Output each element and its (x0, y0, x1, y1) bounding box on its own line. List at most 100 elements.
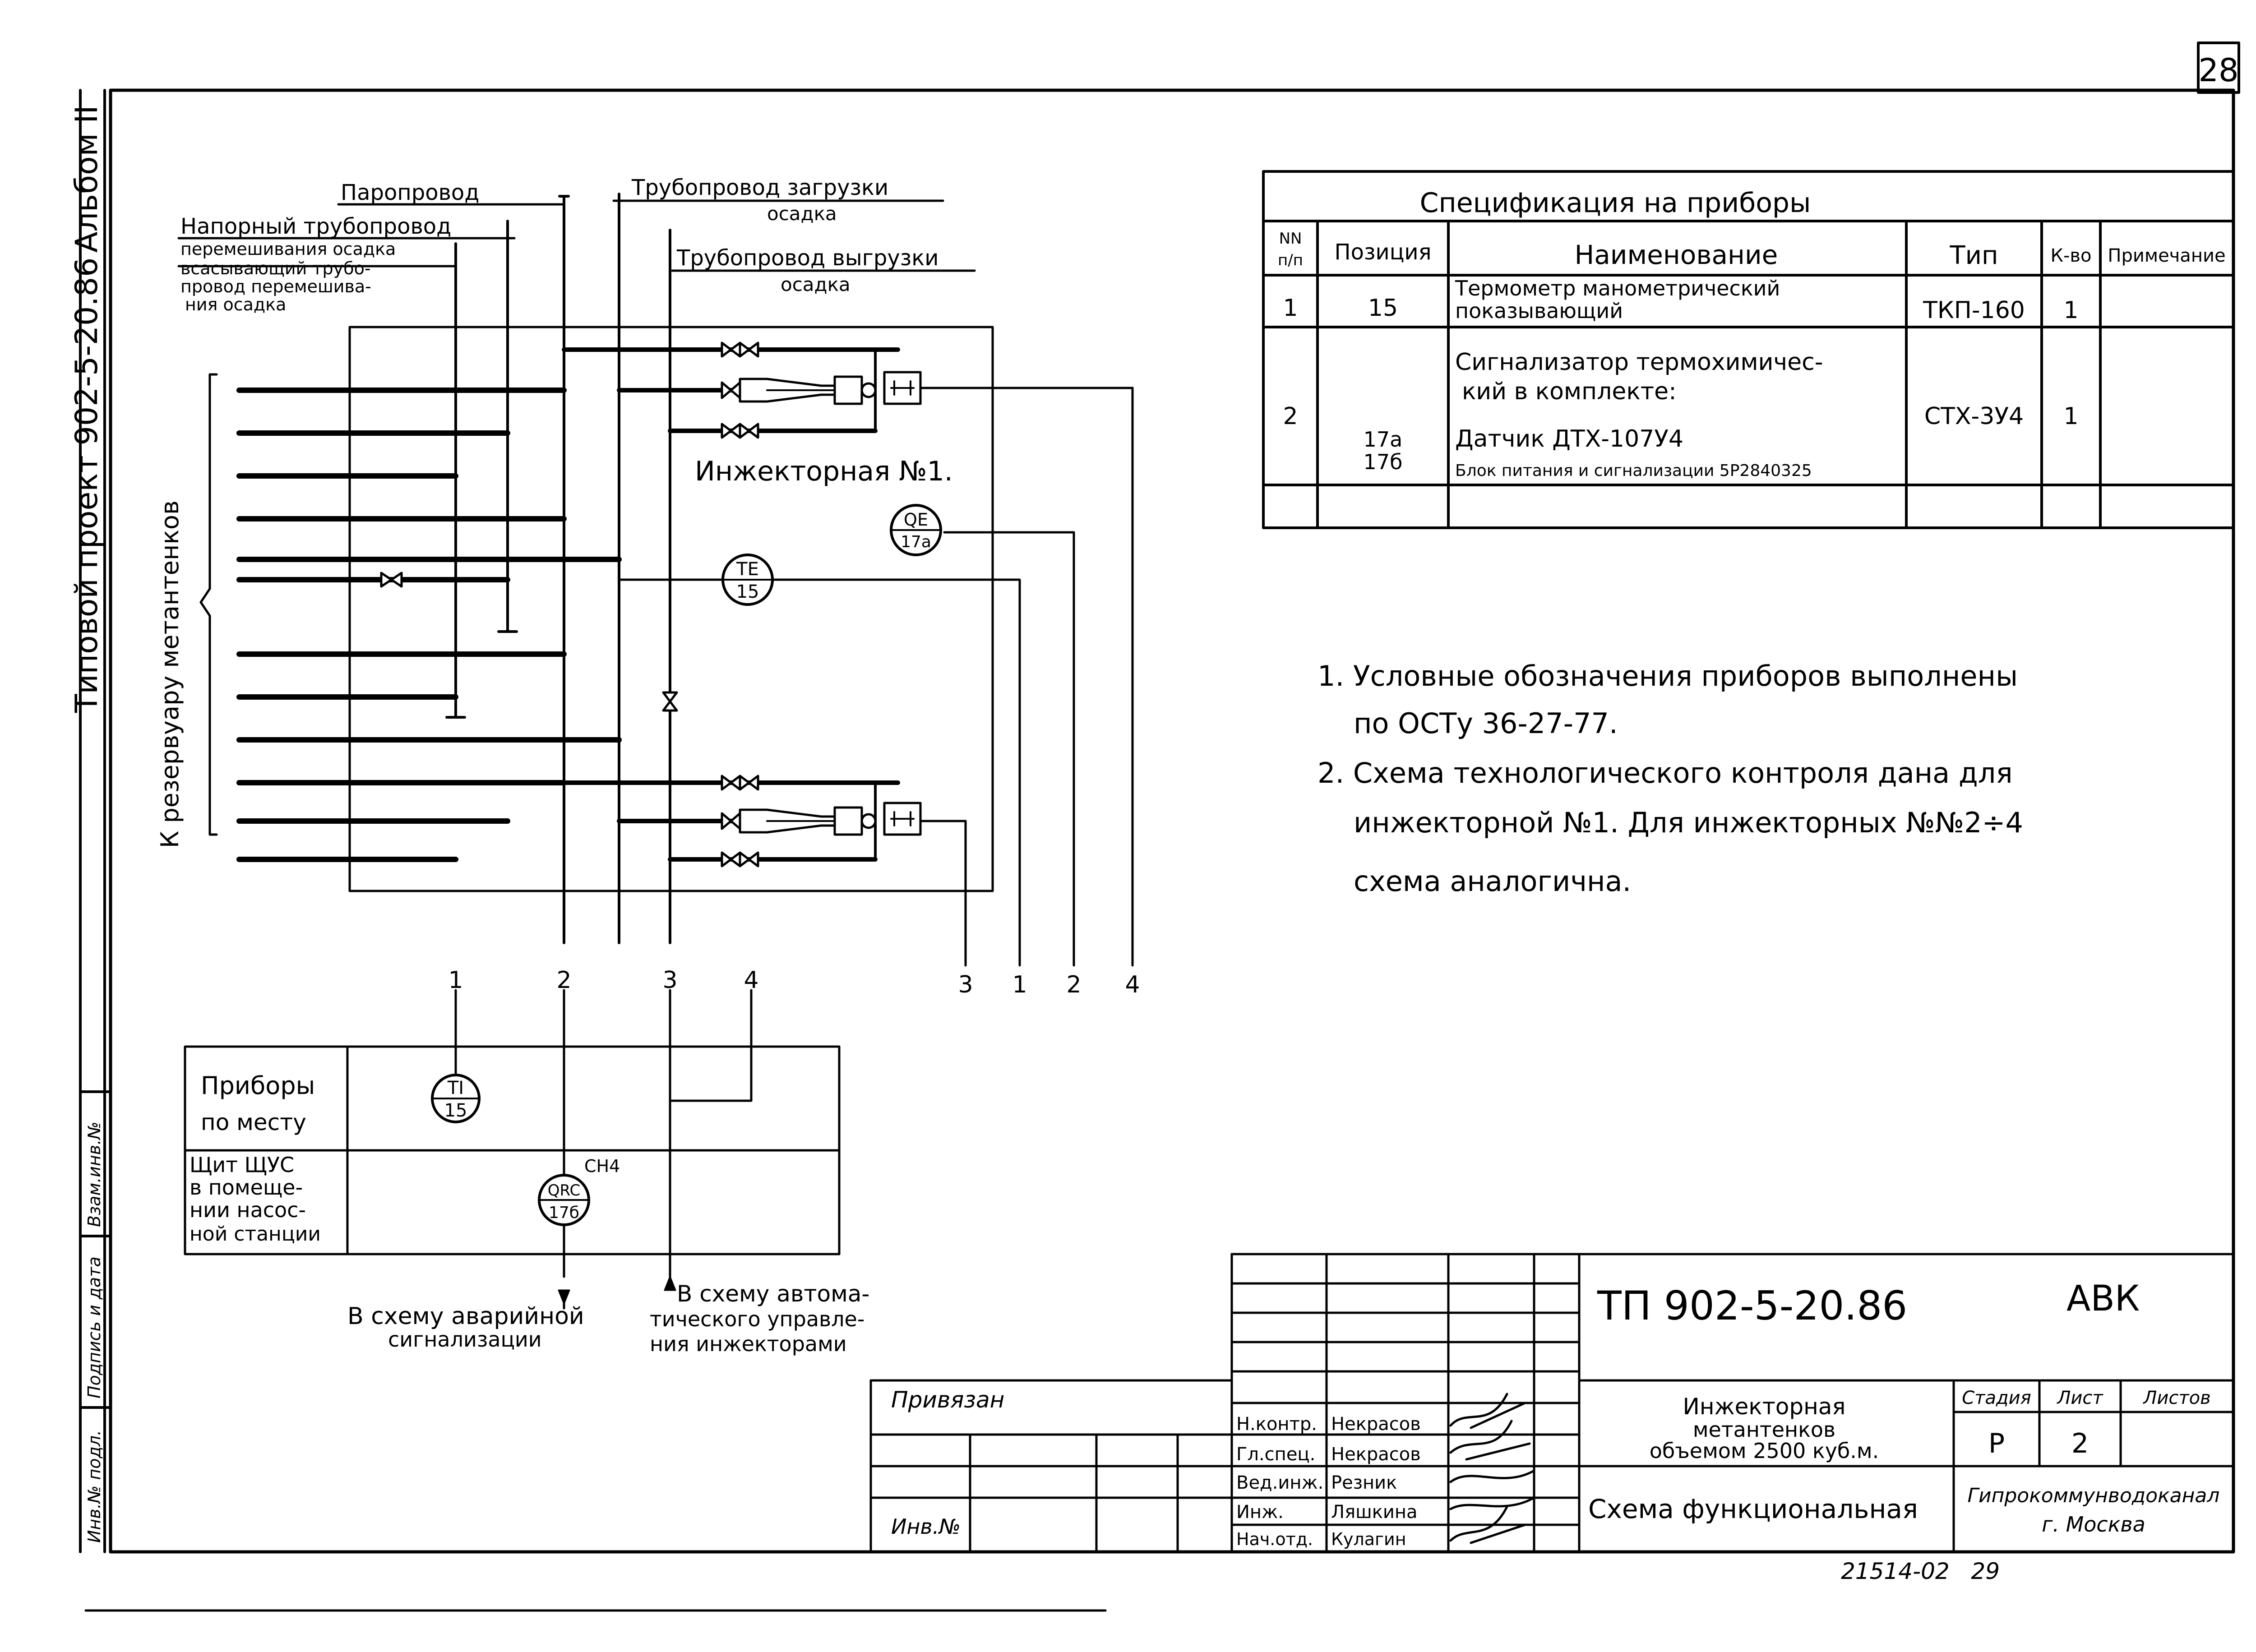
stamp-sheets-header: Листов (2142, 1388, 2210, 1408)
injector-upper (562, 341, 1134, 967)
unloading-pipe-valve (662, 691, 678, 712)
ch4-label: CH4 (584, 1156, 620, 1176)
spec-r1-type: ТКП-160 (1923, 297, 2025, 324)
side-sign-date: Подпись и дата (84, 1256, 104, 1398)
note-line-2: по ОСТу 36-27-77. (1354, 707, 1618, 740)
spec-r2-n: 2 (1283, 403, 1298, 430)
label-suction-pipe-3: ния осадка (185, 295, 286, 314)
side-album-label: Альбом II (69, 105, 105, 253)
spec-header-pos: Позиция (1335, 240, 1432, 265)
auto-arrow (664, 1276, 676, 1291)
stamp-role-4: Нач.отд. (1236, 1529, 1313, 1549)
label-pressure-pipe-2: перемешивания осадка (180, 239, 396, 259)
footer-number: 21514-02 29 (1841, 1558, 2000, 1584)
panel-row2-line3: нии насос- (190, 1198, 306, 1222)
spec-r1-qty: 1 (2063, 297, 2078, 324)
stamp-role-0: Н.контр. (1236, 1414, 1317, 1435)
output-alarm-1: В схему аварийной (347, 1303, 584, 1330)
line-number-bottom-2: 2 (556, 967, 571, 994)
label-unloading-pipe-2: осадка (781, 273, 851, 295)
frame (79, 42, 2240, 1612)
signatures (1449, 1393, 1535, 1544)
stamp-role-1: Гл.спец. (1236, 1444, 1315, 1465)
qrc-top: QRC (548, 1181, 580, 1200)
spec-header-name: Наименование (1575, 240, 1778, 270)
stamp-stage: Р (1988, 1428, 2005, 1459)
stamp-role-2: Вед.инж. (1236, 1472, 1323, 1493)
stamp-sheet-header: Лист (2056, 1388, 2103, 1408)
panel-table (184, 1045, 841, 1255)
stamp-object-3: объемом 2500 куб.м. (1650, 1439, 1879, 1463)
spec-r2-name2: кий в комплекте: (1462, 378, 1677, 405)
output-auto-1: В схему автома- (677, 1281, 869, 1307)
stamp-org-1: Гипрокоммунводоканал (1967, 1484, 2219, 1507)
panel-row2-line1: Щит ЩУС (190, 1153, 294, 1177)
spec-r1-pos: 15 (1368, 295, 1398, 322)
side-project-label: Типовой проект 902-5-20.86 (69, 258, 105, 713)
spec-header-nn: NN (1279, 230, 1302, 248)
te-bottom: 15 (736, 581, 759, 602)
spec-r2-pos-a: 17а (1364, 427, 1403, 452)
line-number-bottom-1: 1 (448, 967, 463, 994)
spec-r2-name4: Блок питания и сигнализации 5Р2840325 (1455, 461, 1812, 480)
panel-row1-line2: по месту (201, 1109, 306, 1135)
spec-header-note: Примечание (2108, 245, 2225, 266)
spec-header-type: Тип (1949, 241, 1998, 270)
stamp-object-1: Инжекторная (1683, 1394, 1846, 1420)
vertical-pipes (445, 193, 671, 944)
output-auto-2: тического управле- (650, 1307, 864, 1331)
output-auto-3: ния инжекторами (650, 1332, 847, 1356)
spec-r2-name1: Сигнализатор термохимичес- (1455, 349, 1823, 376)
stamp-role-3: Инж. (1236, 1502, 1284, 1523)
spec-r2-qty: 1 (2063, 403, 2078, 430)
stamp-doc-title: Схема функциональная (1588, 1494, 1918, 1524)
note-line-3: 2. Схема технологического контроля дана … (1318, 757, 2013, 789)
stamp-inv-no: Инв.№ (891, 1514, 961, 1539)
stamp-grid (869, 1253, 2235, 1553)
label-pressure-pipe-1: Напорный трубопровод (180, 214, 451, 239)
spec-r1-n: 1 (1283, 295, 1298, 322)
line-number-top-1: 1 (1012, 971, 1027, 998)
te-top: TE (736, 559, 759, 580)
side-replace-inv: Взам.инв.№ (84, 1121, 104, 1227)
stamp-name-4: Кулагин (1331, 1529, 1406, 1549)
tank-pipes (236, 388, 622, 862)
spec-r1-name1: Термометр манометрический (1455, 276, 1780, 300)
line-number-top-4: 4 (1125, 971, 1140, 998)
label-unloading-pipe-1: Трубопровод выгрузки (676, 245, 938, 271)
note-line-1: 1. Условные обозначения приборов выполне… (1318, 660, 2018, 692)
tank-pipe-valve (380, 572, 403, 588)
spec-r2-type: СТХ-3У4 (1924, 403, 2024, 430)
tank-label: К резервуару метантенков (156, 500, 184, 848)
line-number-top-2: 2 (1066, 971, 1081, 998)
note-line-4: инжекторной №1. Для инжекторных №№2÷4 (1354, 806, 2023, 839)
side-inv-orig: Инв.№ подл. (84, 1430, 104, 1543)
injector-label: Инжекторная №1. (695, 456, 953, 487)
tank-brace (199, 373, 218, 836)
panel-row2-line2: в помеще- (190, 1175, 303, 1200)
spec-title: Спецификация на приборы (1420, 187, 1811, 219)
output-alarm-2: сигнализации (388, 1327, 542, 1352)
label-steam-pipe: Паропровод (341, 180, 479, 205)
stamp-stage-header: Стадия (1962, 1388, 2031, 1408)
qrc-bottom: 17б (549, 1204, 579, 1222)
sheet-number: 28 (2198, 52, 2238, 89)
signal-lines (618, 531, 1075, 967)
qe-bottom: 17а (901, 533, 931, 551)
stamp-mark: АВК (2066, 1278, 2140, 1319)
panel-row1-line1: Приборы (201, 1071, 315, 1100)
line-number-bottom-3: 3 (662, 967, 677, 994)
label-loading-pipe-2: осадка (767, 203, 837, 225)
spec-r1-name2: показывающий (1455, 299, 1623, 323)
spec-r2-pos-b: 17б (1364, 450, 1403, 474)
label-suction-pipe-2: провод перемешива- (180, 277, 371, 296)
note-line-5: схема аналогична. (1354, 865, 1631, 898)
alarm-arrow (558, 1289, 570, 1305)
injector-lower (562, 775, 967, 967)
stamp-code: ТП 902-5-20.86 (1597, 1283, 1907, 1329)
spec-header-np: п/п (1278, 251, 1303, 269)
stamp-org-2: г. Москва (2042, 1512, 2145, 1537)
stamp-name-2: Резник (1331, 1472, 1397, 1493)
line-number-bottom-4: 4 (744, 967, 758, 994)
